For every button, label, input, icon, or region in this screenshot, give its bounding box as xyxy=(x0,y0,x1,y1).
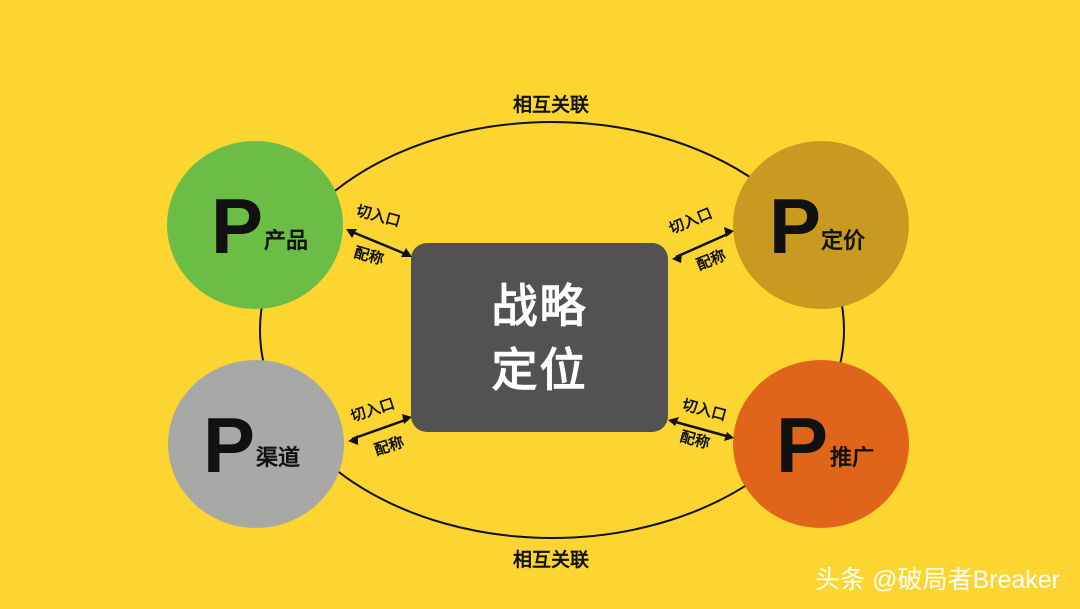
relation-ellipse xyxy=(259,121,845,539)
center-title-line1: 战略 xyxy=(491,278,588,333)
relation-label-bottom: 相互关联 xyxy=(512,549,589,571)
strategy-positioning-box: 战略 定位 xyxy=(411,243,668,432)
channel-label: 渠道 xyxy=(256,446,301,471)
center-title-line2: 定位 xyxy=(491,342,588,397)
price-letter: P xyxy=(769,182,822,270)
price-label: 定价 xyxy=(821,229,866,254)
connector-price: 切入口 配称 xyxy=(666,204,748,275)
promotion-label: 推广 xyxy=(830,446,875,471)
product-label: 产品 xyxy=(264,229,309,254)
product-circle: P 产品 xyxy=(167,141,343,309)
product-letter: P xyxy=(211,182,264,270)
channel-circle: P 渠道 xyxy=(168,360,344,528)
connector-channel: 切入口 配称 xyxy=(346,394,426,465)
price-circle: P 定价 xyxy=(733,141,909,309)
double-arrow-icon xyxy=(348,414,412,445)
double-arrow-icon xyxy=(346,229,412,257)
watermark: 头条 @破局者Breaker xyxy=(815,566,1060,594)
connector-product: 切入口 配称 xyxy=(346,201,426,275)
connector-promotion: 切入口 配称 xyxy=(668,395,748,465)
promotion-letter: P xyxy=(776,401,829,489)
channel-letter: P xyxy=(203,401,256,489)
promotion-circle: P 推广 xyxy=(733,360,909,528)
double-arrow-icon xyxy=(668,417,734,441)
double-arrow-icon xyxy=(672,227,734,263)
relation-label-top: 相互关联 xyxy=(512,94,589,116)
